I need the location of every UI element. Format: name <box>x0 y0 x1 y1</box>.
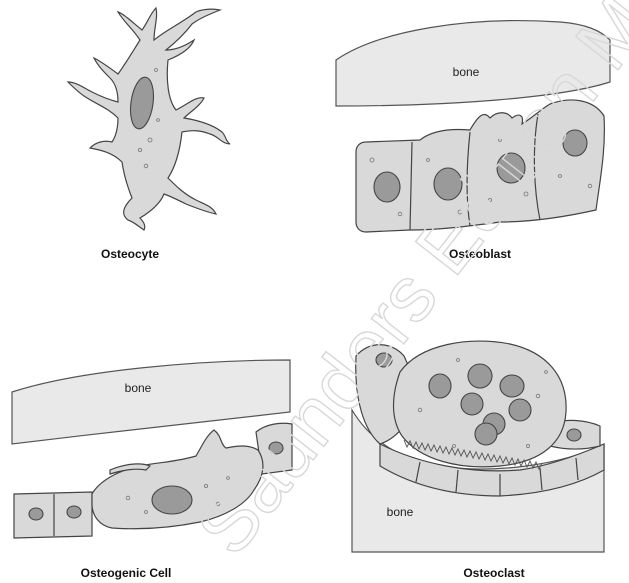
osteoclast-nucleus-4 <box>461 393 483 415</box>
osteoblast-bone-label: bone <box>453 65 480 79</box>
osteoclast-nucleus-5 <box>509 399 531 421</box>
osteocyte-caption: Osteocyte <box>101 247 159 261</box>
osteogenic-caption: Osteogenic Cell <box>81 566 172 580</box>
osteoclast-nucleus-7 <box>475 423 497 445</box>
osteogenic-bone-label: bone <box>125 381 152 395</box>
osteoclast-bone-label: bone <box>387 505 414 519</box>
osteoclast-nucleus-1 <box>429 374 451 398</box>
osteoclast-nucleus-2 <box>468 364 492 388</box>
osteocyte-illustration <box>68 8 230 230</box>
osteoclast-nucleus-3 <box>500 375 524 397</box>
osteoblast-nucleus-1 <box>374 172 400 202</box>
osteoclast-caption: Osteoclast <box>463 566 524 580</box>
